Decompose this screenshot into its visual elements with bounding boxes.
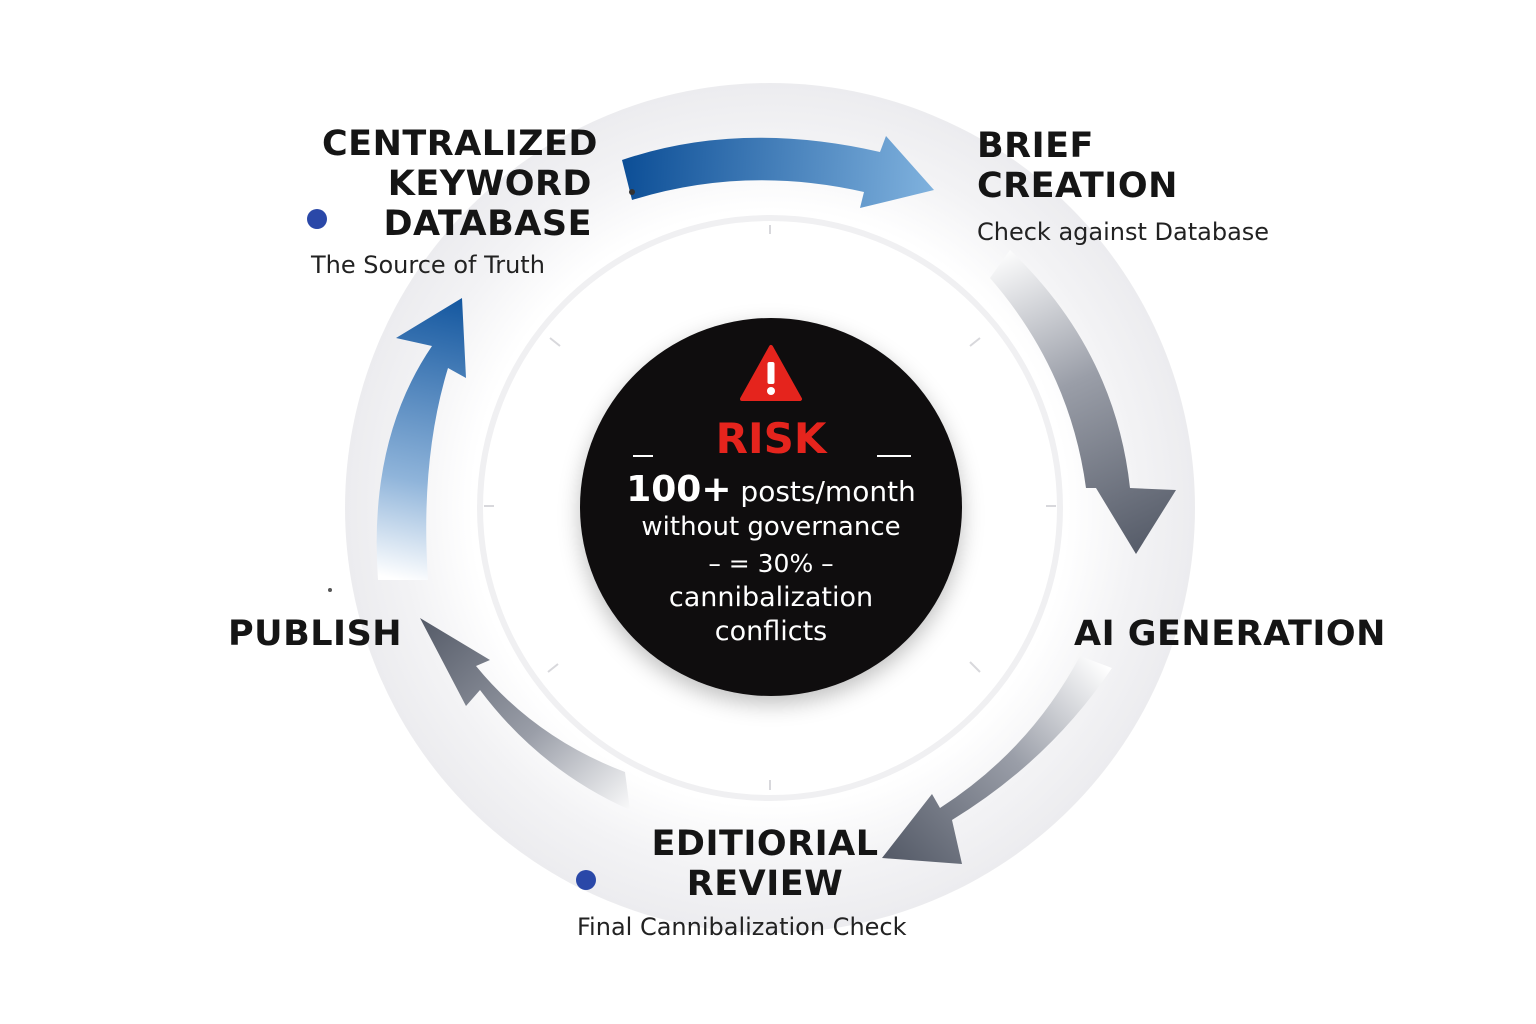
speck: [328, 588, 332, 592]
warning-triangle-icon: [740, 345, 802, 401]
stage-review-title-line: EDITIORIAL: [651, 824, 879, 864]
stage-database-title-line: CENTRALIZED: [322, 124, 598, 164]
arrow-database-to-brief: [622, 136, 934, 208]
risk-line-percent: – = 30% –: [708, 549, 834, 578]
speck: [629, 189, 635, 195]
stage-database-title: CENTRALIZED KEYWORD DATABASE: [322, 124, 598, 244]
risk-dash-right: [877, 455, 911, 457]
stage-review-subtitle: Final Cannibalization Check: [577, 913, 907, 941]
stage-database-subtitle: The Source of Truth: [311, 251, 545, 279]
arrow-publish-to-database: [376, 298, 466, 580]
risk-line-governance: without governance: [641, 512, 901, 542]
stage-database-title-line: KEYWORD: [387, 164, 592, 204]
risk-line-cannibalization: cannibalization: [668, 582, 874, 613]
stage-brief-title-line: CREATION: [977, 166, 1178, 206]
risk-dash-left: [633, 455, 653, 457]
risk-volume-number: 100+: [626, 469, 732, 510]
risk-line-conflicts: conflicts: [714, 616, 828, 647]
review-dot: [576, 870, 596, 890]
stage-brief-subtitle: Check against Database: [977, 218, 1270, 246]
stage-publish-title: PUBLISH: [228, 614, 403, 654]
stage-brief-title-line: BRIEF: [977, 126, 1094, 166]
arrow-review-to-publish: [420, 618, 630, 810]
risk-volume-unit: posts/month: [740, 475, 916, 508]
stage-review-title-line: REVIEW: [686, 864, 844, 904]
stage-ai-title: AI GENERATION: [1074, 614, 1386, 654]
database-dot: [307, 209, 327, 229]
inner-ring-edge: [477, 215, 1063, 801]
stage-brief-title: BRIEF CREATION: [977, 126, 1178, 206]
risk-label: RISK: [715, 414, 827, 463]
arrow-brief-to-ai: [990, 250, 1176, 554]
arrow-ai-to-review: [882, 656, 1112, 864]
stage-review-title: EDITIORIAL REVIEW: [640, 824, 890, 904]
risk-volume: 100+ posts/month: [580, 470, 962, 512]
ring-ticks: [484, 225, 1056, 790]
stage-database-title-line: DATABASE: [383, 204, 592, 244]
